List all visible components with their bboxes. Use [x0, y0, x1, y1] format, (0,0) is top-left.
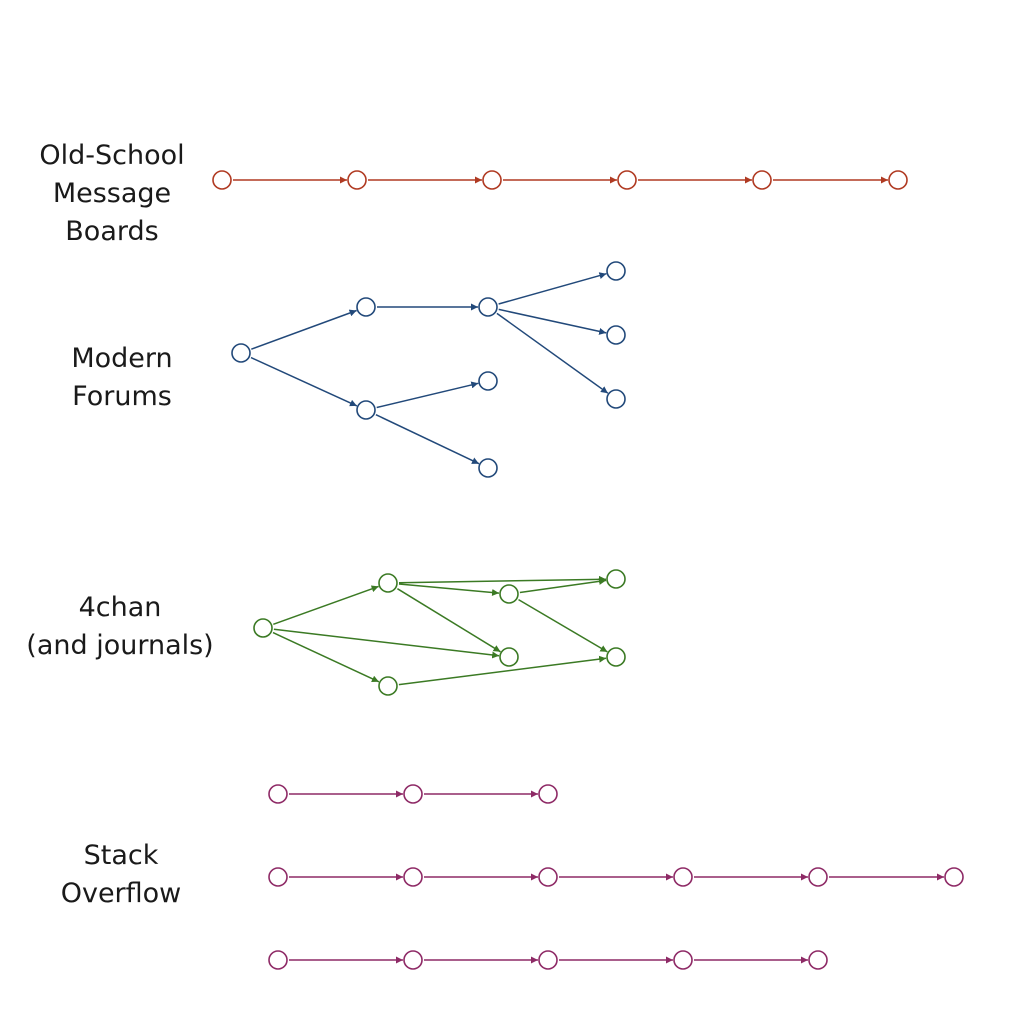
graph-4chan	[253, 569, 626, 696]
post-node	[808, 867, 828, 887]
post-node	[482, 170, 502, 190]
edge-arrow	[375, 414, 480, 465]
post-node	[499, 647, 519, 667]
post-node	[478, 371, 498, 391]
post-node	[752, 170, 772, 190]
edge-arrow	[518, 598, 608, 653]
post-node	[673, 867, 693, 887]
graph-old-school	[212, 170, 908, 190]
post-node	[356, 297, 376, 317]
edge-arrow	[519, 577, 607, 594]
label-line: Message	[52, 178, 172, 209]
label-line: 4chan	[78, 592, 162, 623]
post-node	[606, 325, 626, 345]
post-node	[347, 170, 367, 190]
label-old-school: Old-School Message Boards	[22, 137, 202, 251]
post-node	[888, 170, 908, 190]
graph-stack-overflow	[268, 784, 964, 970]
edge-arrow	[398, 575, 607, 584]
post-node	[606, 569, 626, 589]
edge-arrow	[498, 308, 607, 335]
post-node	[499, 584, 519, 604]
label-line: Modern	[71, 343, 173, 374]
post-node	[538, 867, 558, 887]
label-line: (and journals)	[26, 630, 214, 661]
post-node	[356, 400, 376, 420]
label-line: Boards	[65, 216, 159, 247]
post-node	[403, 950, 423, 970]
post-node	[268, 867, 288, 887]
graph-modern-forums	[231, 261, 626, 478]
post-node	[538, 950, 558, 970]
label-modern-forums: Modern Forums	[32, 340, 212, 416]
edge-arrow	[250, 356, 358, 407]
post-node	[538, 784, 558, 804]
edge-arrow	[398, 583, 500, 596]
post-node	[606, 261, 626, 281]
label-line: Overflow	[60, 878, 182, 909]
post-node	[253, 618, 273, 638]
post-node	[403, 784, 423, 804]
edge-arrow	[498, 272, 607, 305]
edge-arrow	[376, 381, 479, 409]
edge-arrow	[496, 312, 609, 394]
post-node	[231, 343, 251, 363]
label-line: Forums	[72, 381, 172, 412]
label-stack-overflow: Stack Overflow	[31, 837, 211, 913]
post-node	[378, 573, 398, 593]
label-line: Stack	[83, 840, 159, 871]
edge-arrow	[273, 585, 379, 626]
post-node	[808, 950, 828, 970]
post-node	[212, 170, 232, 190]
post-node	[268, 784, 288, 804]
edge-arrow	[397, 588, 501, 653]
post-node	[606, 389, 626, 409]
post-node	[478, 297, 498, 317]
post-node	[378, 676, 398, 696]
post-node	[268, 950, 288, 970]
edge-arrow	[251, 309, 357, 350]
edge-arrow	[272, 631, 380, 683]
edge-arrow	[273, 628, 500, 659]
edge-arrow	[398, 655, 607, 686]
post-node	[478, 458, 498, 478]
label-line: Old-School	[39, 140, 185, 171]
post-node	[944, 867, 964, 887]
post-node	[617, 170, 637, 190]
post-node	[673, 950, 693, 970]
post-node	[606, 647, 626, 667]
post-node	[403, 867, 423, 887]
label-4chan: 4chan (and journals)	[0, 589, 240, 665]
